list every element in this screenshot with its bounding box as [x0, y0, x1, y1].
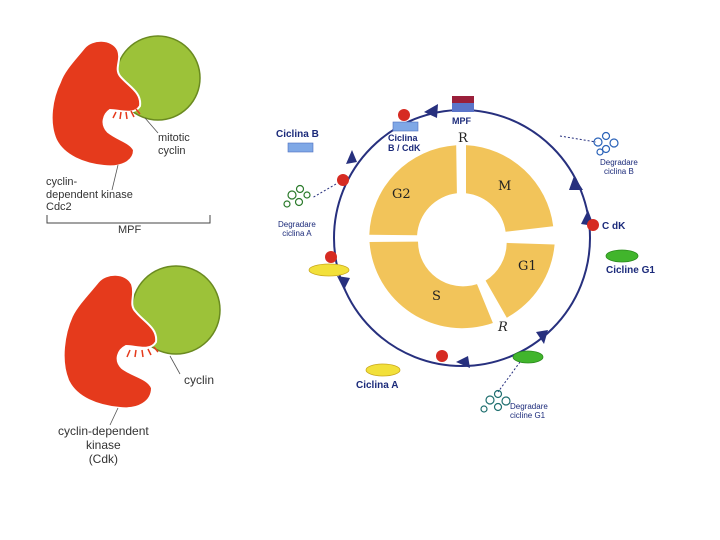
- degradare-b-label: Degradare ciclina B: [600, 158, 638, 176]
- ciclina-b-cdk-line2: B / CdK: [388, 143, 421, 154]
- phase-label-s: S: [432, 289, 441, 304]
- ciclina-a-label: Ciclina A: [356, 380, 399, 391]
- mitotic-cyclin-line1: mitotic: [158, 132, 190, 144]
- fragment: [295, 184, 305, 194]
- phase-arc-s: [369, 241, 493, 329]
- cdk-kinase-shape: [62, 273, 158, 410]
- degraded-fragments-a: [283, 184, 311, 208]
- dot-left: [325, 251, 337, 263]
- checkpoint-label-top: R: [458, 131, 468, 146]
- cicline-g1-oval-right: [605, 249, 639, 263]
- kinase-pointer-bottom: [109, 407, 119, 426]
- fragment: [601, 131, 611, 141]
- arrow-lower-right: [536, 330, 548, 344]
- cicline-g1-label: Cicline G1: [606, 265, 655, 276]
- degradare-b-line2: ciclina B: [604, 167, 634, 177]
- fragment: [493, 402, 503, 412]
- phase-arc-m: [466, 145, 554, 232]
- cicline-g1-oval-bottom: [512, 350, 544, 364]
- degradare-a-label: Degradare ciclina A: [278, 220, 316, 238]
- degradare-g1-line2: cicline G1: [510, 411, 546, 421]
- phase-ring: [369, 145, 555, 329]
- fragment: [480, 405, 488, 413]
- kinase-pointer: [111, 164, 119, 191]
- cdc2-kinase-line2: dependent kinase: [46, 188, 133, 201]
- fragment: [303, 191, 311, 199]
- cell-cycle-diagram: [283, 96, 639, 413]
- degraded-fragments-b: [593, 131, 619, 156]
- cyclin-pointer-bottom: [169, 355, 181, 375]
- degraded-fragments-g1: [480, 389, 511, 413]
- phase-label-g2: G2: [392, 187, 411, 202]
- mitotic-cyclin-label: mitotic cyclin: [158, 132, 190, 157]
- cdk-label-line1: cyclin-dependent: [58, 424, 149, 438]
- degradare-a-line2: ciclina A: [282, 229, 312, 239]
- arrow-bottom: [456, 356, 470, 368]
- ciclina-b-cdk-label: Ciclina B / CdK: [388, 133, 421, 154]
- degradare-a-line1: Degradare: [278, 220, 316, 229]
- arrow-top: [424, 104, 438, 118]
- fragment: [493, 389, 503, 399]
- degradation-arrows: [311, 135, 597, 393]
- cdk-label: cyclin-dependent kinase (Cdk): [58, 424, 149, 466]
- phase-arc-g2: [369, 145, 457, 236]
- cyclin-pointer: [144, 117, 159, 134]
- fragment: [601, 144, 611, 154]
- degradation-arrow-a: [311, 183, 337, 199]
- degradare-g1-label: Degradare cicline G1: [510, 402, 548, 420]
- arrow-left: [346, 150, 357, 164]
- fragment: [294, 197, 304, 207]
- dot-top: [398, 109, 410, 121]
- degradation-arrow-b: [559, 135, 597, 143]
- cdc2-kinase-shape: [50, 39, 142, 168]
- ciclina-b-cdk-line1: Ciclina: [388, 133, 418, 143]
- checkpoint-label-bottom: R: [498, 320, 508, 335]
- cdc2-kinase-label: cyclin- dependent kinase Cdc2: [46, 176, 133, 214]
- checkpoint-dots: [325, 109, 599, 362]
- mitotic-cyclin-line2: cyclin: [158, 144, 186, 157]
- dot-bottom: [436, 350, 448, 362]
- cdc2-kinase-line1: cyclin-: [46, 176, 78, 188]
- cdk-label-line3: (Cdk): [88, 451, 119, 466]
- binding-site-marks-bottom: [126, 346, 159, 358]
- degradare-g1-line1: Degradare: [510, 402, 548, 411]
- ciclina-b-cdk-marker: [392, 121, 419, 132]
- cdk-bottom-illustration: [62, 265, 221, 426]
- fragment: [593, 137, 603, 147]
- mpf-top-illustration: [46, 35, 211, 224]
- ciclina-b-marker: [287, 142, 314, 153]
- cdc2-kinase-line3: Cdc2: [46, 201, 72, 214]
- cyclin-label: cyclin: [184, 373, 215, 387]
- mpf-marker-bottom: [452, 103, 474, 112]
- mpf-bracket: [46, 215, 211, 224]
- degradation-arrow-g1: [497, 361, 521, 393]
- phase-arc-g1: [485, 242, 555, 318]
- fragment: [501, 396, 511, 406]
- phase-label-g1: G1: [518, 259, 537, 274]
- fragment: [283, 200, 291, 208]
- cdk-cycle-label: C dK: [602, 221, 626, 232]
- fragment: [609, 138, 619, 148]
- ciclina-a-oval-left: [308, 263, 350, 277]
- mpf-marker-top: [452, 96, 474, 103]
- phase-label-m: M: [498, 179, 512, 194]
- fragment: [485, 395, 495, 405]
- dot-upper-left: [337, 174, 349, 186]
- dot-right: [587, 219, 599, 231]
- binding-site-marks: [112, 108, 141, 120]
- mpf-complex-label: MPF: [118, 224, 142, 236]
- arrow-upper-right: [569, 176, 583, 190]
- arrow-lower-left: [337, 276, 350, 290]
- ciclina-a-oval-bottom: [365, 363, 401, 377]
- fragment: [287, 190, 297, 200]
- fragment: [596, 148, 604, 156]
- ciclina-b-label: Ciclina B: [276, 129, 319, 140]
- cdk-label-line2: kinase: [86, 437, 121, 452]
- mpf-label: MPF: [452, 116, 471, 126]
- degradare-b-line1: Degradare: [600, 158, 638, 167]
